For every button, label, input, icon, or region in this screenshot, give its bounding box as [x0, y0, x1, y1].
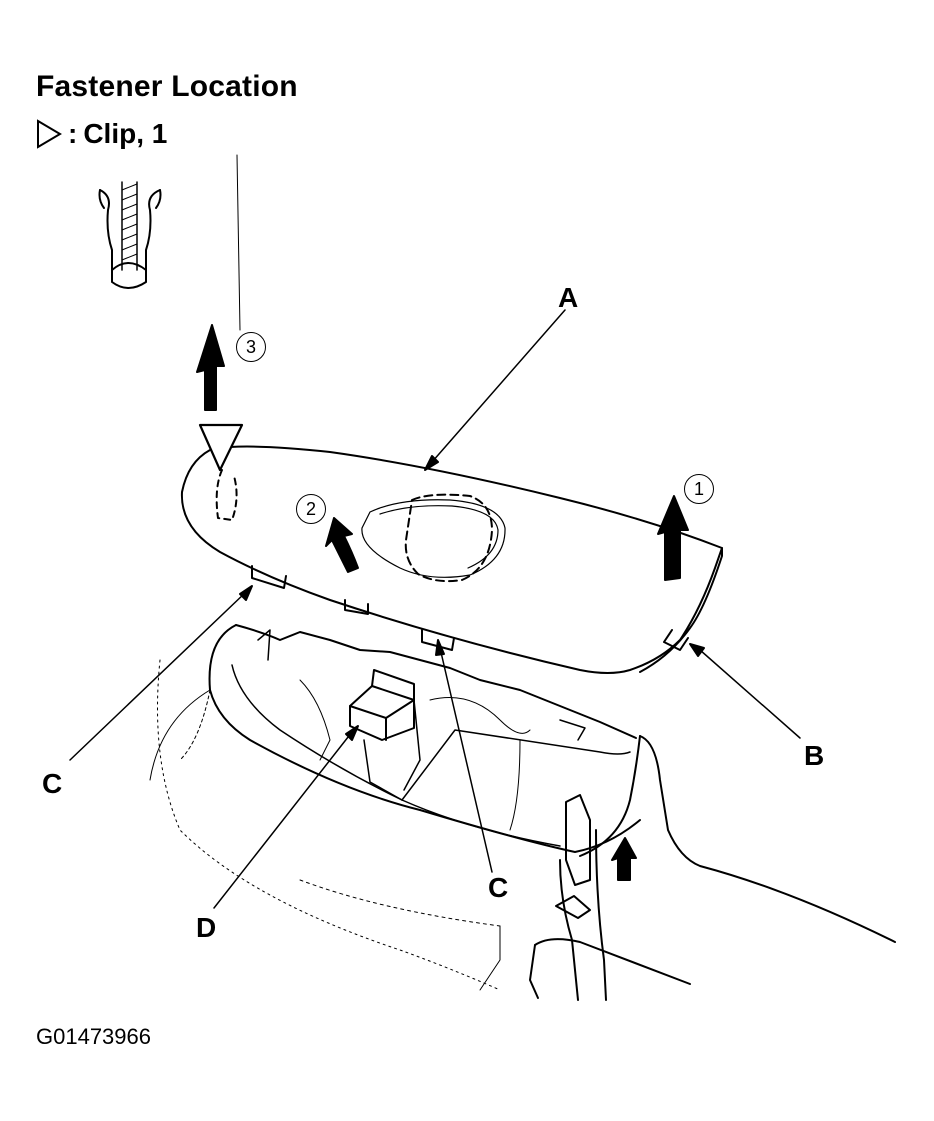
arrow-up-icon — [196, 324, 225, 411]
callout-b: B — [804, 740, 825, 771]
arrow-up-icon — [657, 495, 689, 581]
page-title: Fastener Location — [36, 70, 298, 103]
console-body — [149, 624, 896, 1001]
legend-label: Clip, 1 — [83, 118, 168, 149]
clip-detail-icon — [98, 181, 162, 289]
cover-panel-a — [180, 445, 723, 674]
callout-d: D — [196, 912, 217, 943]
clip-legend: : Clip, 1 — [36, 118, 167, 150]
figure-id: G01473966 — [36, 1024, 151, 1049]
step-2-marker: 2 — [296, 494, 326, 524]
triangle-clip-icon — [37, 119, 62, 149]
callout-a: A — [558, 282, 579, 313]
clip-marker-icon — [198, 423, 244, 472]
callout-c-left: C — [42, 768, 63, 799]
step-1-marker: 1 — [684, 474, 714, 504]
arrow-up-icon — [611, 837, 637, 881]
legend-separator: : — [68, 118, 78, 149]
arrow-up-icon — [325, 517, 359, 573]
callout-c-right: C — [488, 872, 509, 903]
step-3-marker: 3 — [236, 332, 266, 362]
